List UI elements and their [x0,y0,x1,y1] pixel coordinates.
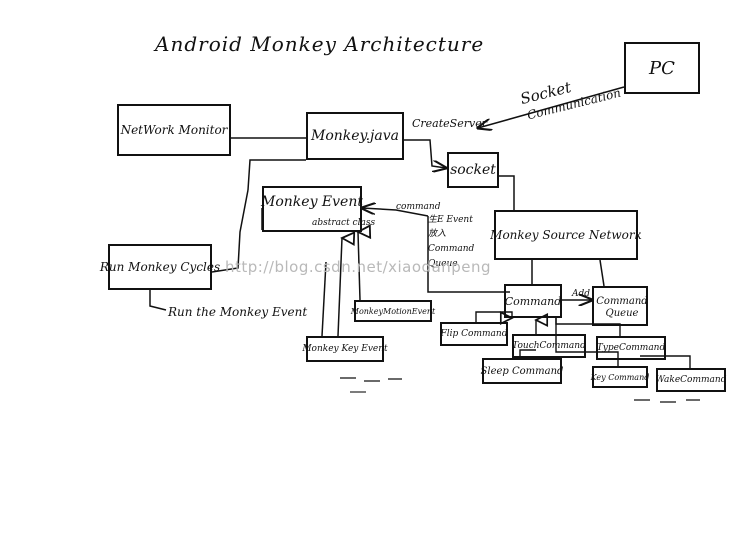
node-wake-command-label: WakeCommand [655,375,727,385]
java-to-event-line [247,159,306,191]
watermark-text: http://blog.csdn.net/xiaodanpeng [225,258,492,276]
node-monkey-event: Monkey Event [261,186,363,232]
pc-to-monkey-arrow [478,86,625,128]
node-flip-command: Flip Command [440,322,508,346]
node-command: Command [504,284,562,318]
wake-inherits-line [640,355,691,368]
node-monkey-source-network: Monkey Source Network [490,210,642,260]
add-label: Add [572,289,591,299]
motion-inherits-line [358,232,360,301]
node-monkey-source-network-label: Monkey Source Network [490,228,642,242]
node-type-command: TypeCommand [596,336,666,360]
node-command-queue-label: Command Queue [596,296,648,319]
node-monkey-java: Monkey.java [306,112,404,160]
node-sleep-command: Sleep Command [480,358,564,384]
node-monkey-key-event: Monkey Key Event [302,336,388,362]
queue-to-event-arrow [427,216,510,293]
node-sleep-command-label: Sleep Command [480,365,564,377]
decor-dash-2 [634,399,700,403]
command-flow-label-3: 放入 [428,229,447,239]
node-key-command-label: Key Command [590,372,650,382]
node-run-monkey-cycles-label: Run Monkey Cycles [99,260,221,274]
key-inherits-line [337,238,342,337]
cycles-to-java-line [211,189,249,273]
cycles-run-line [149,290,167,311]
node-flip-command-label: Flip Command [440,329,508,339]
node-run-monkey-cycles: Run Monkey Cycles [99,244,221,290]
node-command-queue: Command Queue [592,286,648,326]
sleep-inherits-line [519,349,536,358]
node-monkey-motion-event: MonkeyMotionEvent [350,300,436,322]
node-socket-label: socket [450,162,496,178]
source-to-queue-line [599,259,605,287]
node-monkey-java-label: Monkey.java [311,128,399,144]
command-flow-label-5: Queue [428,259,458,269]
node-command-label: Command [504,294,562,308]
java-to-socket-arrow [404,139,446,168]
node-monkey-key-event-label: Monkey Key Event [302,344,388,354]
decor-dash-1 [340,377,402,382]
node-touch-command-label: TouchCommand [512,341,586,351]
node-touch-command: TouchCommand [512,334,586,358]
node-type-command-label: TypeCommand [596,343,666,353]
node-network-monitor: NetWork Monitor [117,104,231,156]
node-pc-label: PC [649,57,675,79]
flip-inherits-line [475,312,512,322]
key-inherits-line-2 [321,261,327,337]
diagram-title: Android Monkey Architecture [155,32,485,56]
queue-to-event-arrow-2 [362,208,429,217]
node-monkey-event-label: Monkey Event [261,194,363,210]
run-the-event-label: Run the Monkey Event [168,305,308,319]
command-flow-label-1: command [396,202,441,212]
node-wake-command: WakeCommand [656,368,726,392]
node-key-command: Key Command [590,366,650,388]
node-network-monitor-label: NetWork Monitor [120,123,228,137]
node-monkey-motion-event-label: MonkeyMotionEvent [350,306,436,316]
abstract-class-label: abstract class [312,218,376,228]
create-server-label: CreateServer [412,117,487,130]
socket-to-source-line [497,175,515,210]
node-socket: socket [447,152,499,188]
command-flow-label-4: Command [428,244,475,254]
command-flow-label-2: 生E Event [428,215,473,225]
node-pc: PC [624,42,700,94]
